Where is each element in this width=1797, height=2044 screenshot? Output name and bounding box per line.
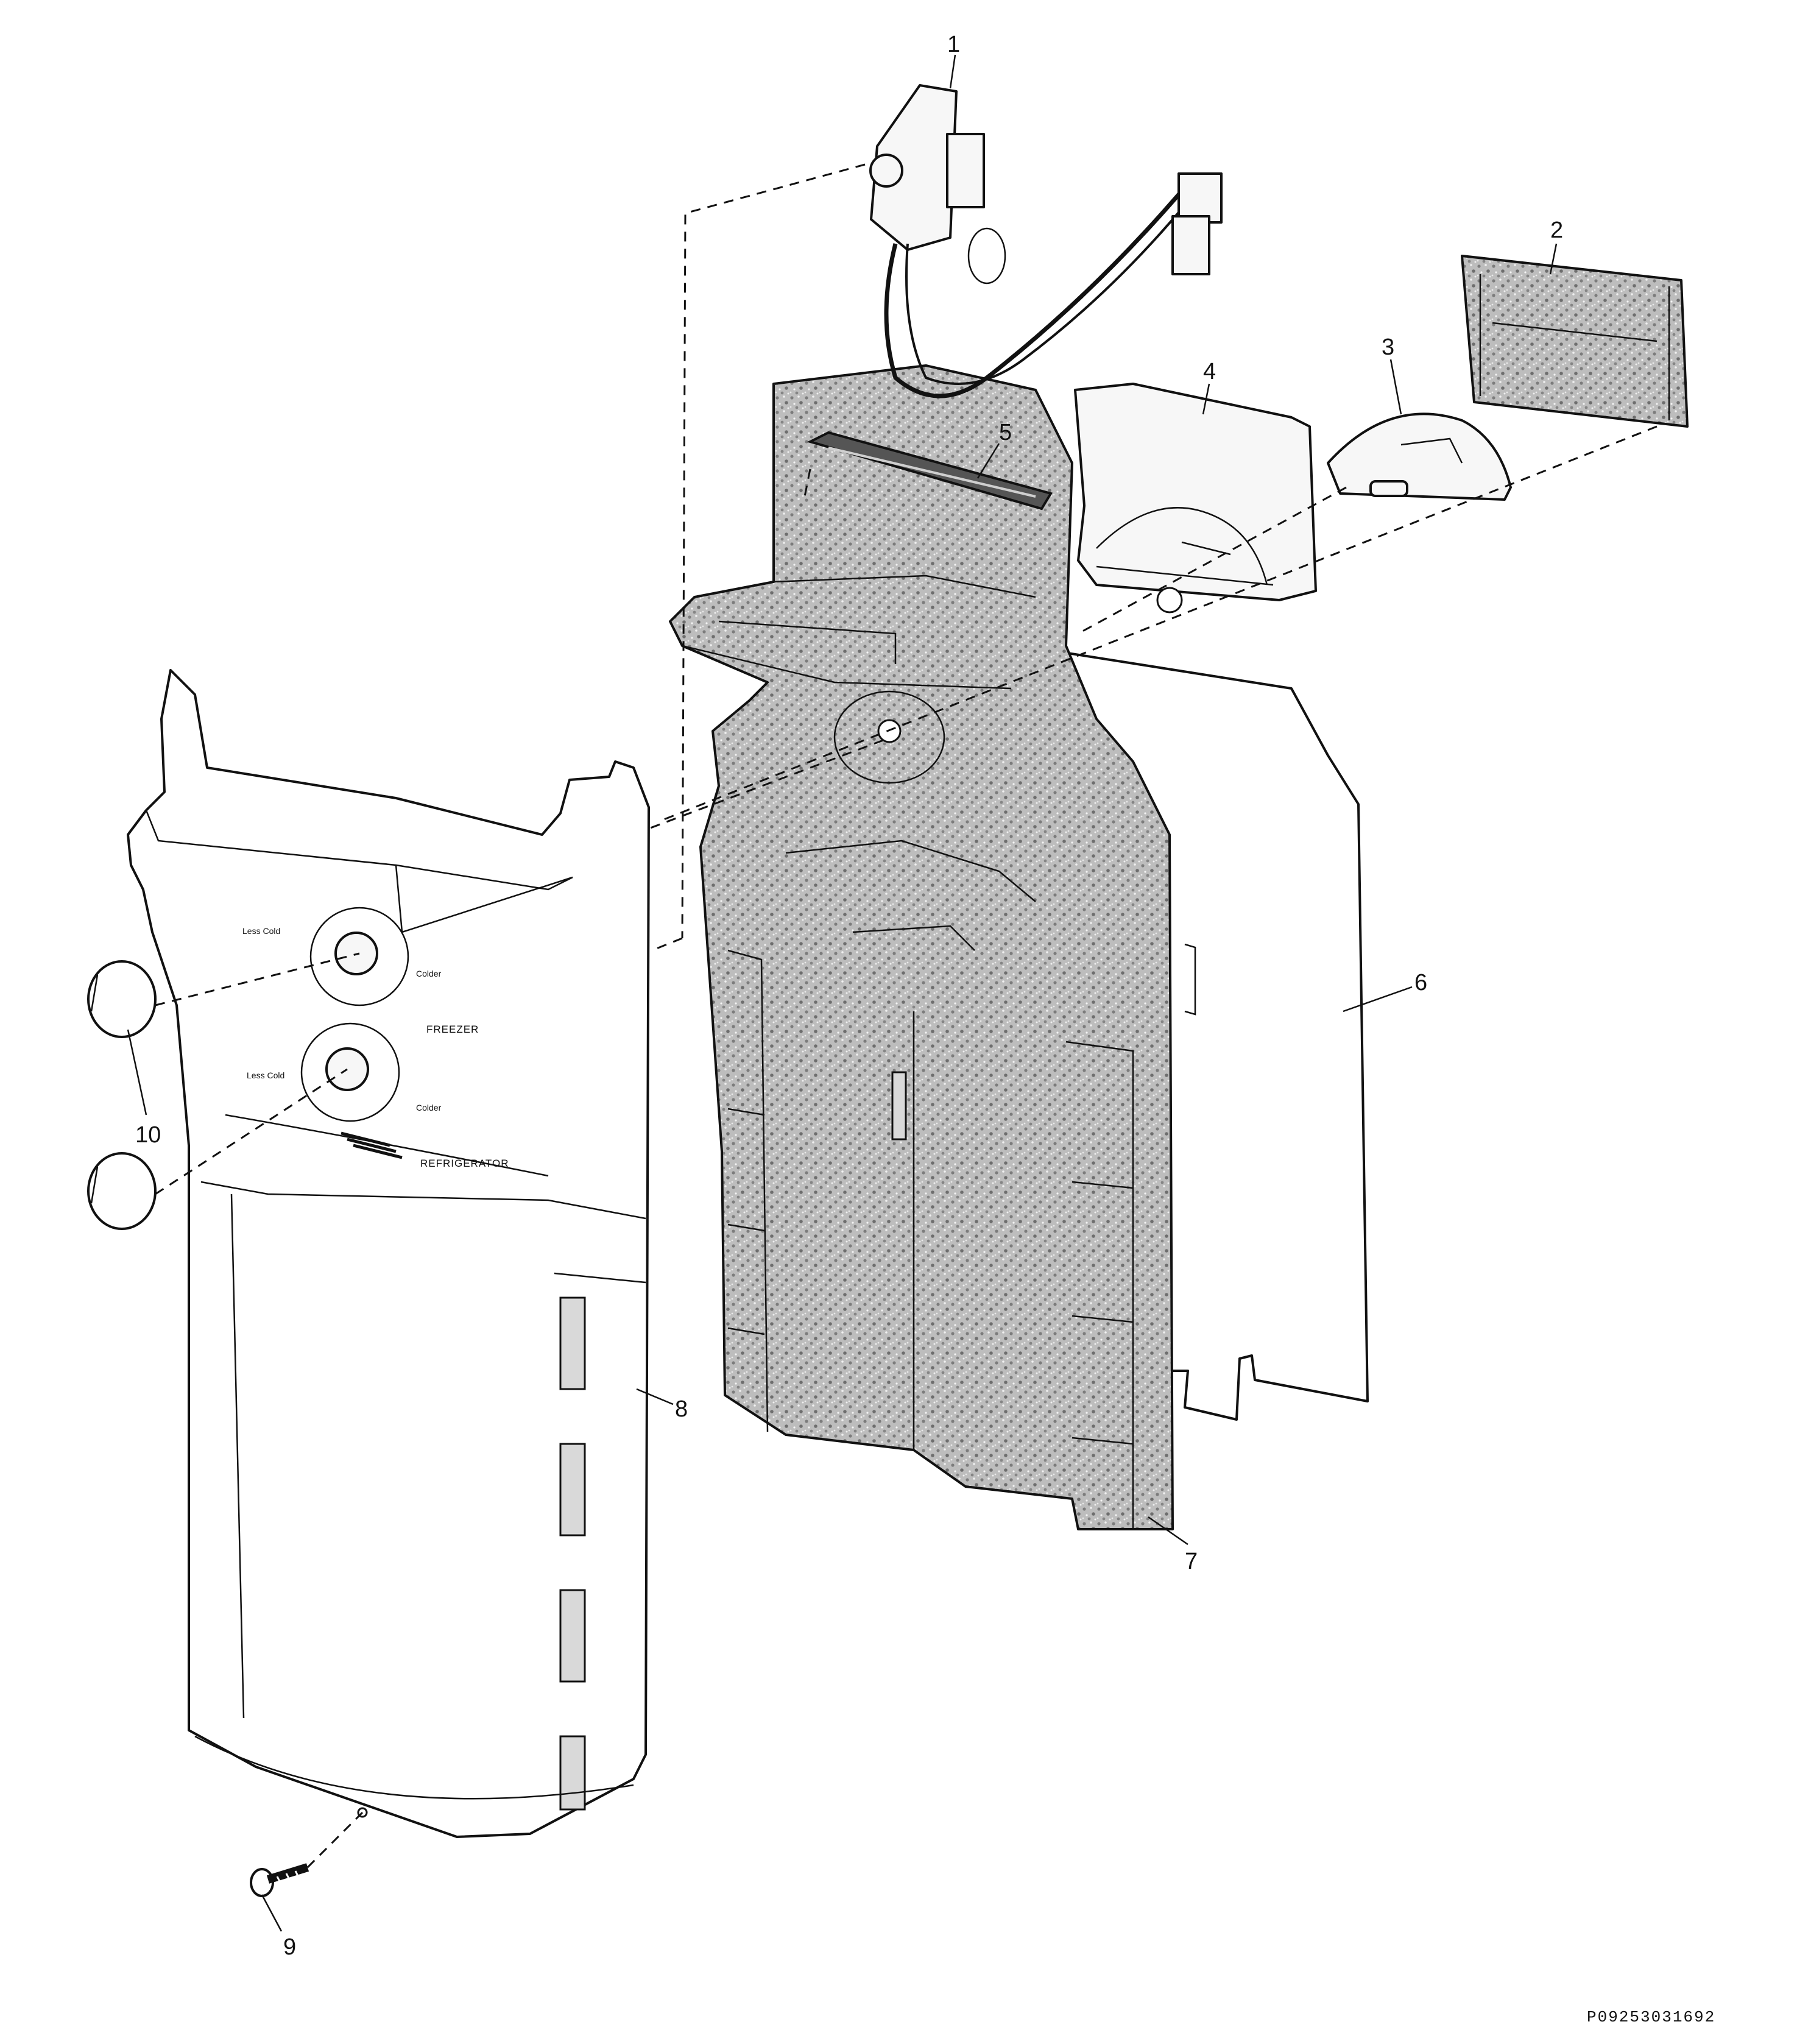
freezer-less-cold-label: Less Cold: [242, 926, 280, 936]
callout-2: 2: [1550, 217, 1563, 243]
callout-5: 5: [999, 420, 1012, 445]
part-8-control-housing: Less Cold Colder FREEZER Less Cold Colde…: [127, 669, 650, 1838]
part-7-foam-block: [669, 364, 1174, 1530]
refrigerator-less-cold-label: Less Cold: [247, 1070, 284, 1080]
part-4-damper-housing: [1074, 383, 1317, 614]
part-2-foam-pad: [1461, 255, 1689, 428]
callout-10: 10: [135, 1122, 161, 1148]
callout-4: 4: [1203, 359, 1216, 384]
part-3-damper-baffle: [1327, 412, 1512, 501]
callout-6: 6: [1414, 970, 1427, 995]
callout-7: 7: [1185, 1549, 1198, 1574]
freezer-colder-label: Colder: [416, 969, 442, 978]
assembly-dash-lines: [155, 163, 1658, 1869]
part-10-control-knobs: [87, 960, 157, 1230]
callout-numbers: 1 2 3 4 5 6 7 8 9 10: [135, 32, 1563, 1960]
callout-leaders: [127, 54, 1558, 1932]
callout-8: 8: [675, 1396, 688, 1422]
refrigerator-colder-label: Colder: [416, 1103, 442, 1112]
callout-9: 9: [283, 1934, 296, 1960]
callout-3: 3: [1382, 334, 1394, 360]
drawing-code: P09253031692: [1587, 2008, 1715, 2026]
freezer-label: FREEZER: [426, 1024, 479, 1035]
part-9-screw: [250, 1863, 309, 1897]
part-1-thermostat-assembly: [869, 84, 1223, 398]
callout-1: 1: [947, 32, 960, 57]
refrigerator-label: REFRIGERATOR: [420, 1158, 509, 1169]
part-5-seal-strip: [807, 431, 1053, 511]
